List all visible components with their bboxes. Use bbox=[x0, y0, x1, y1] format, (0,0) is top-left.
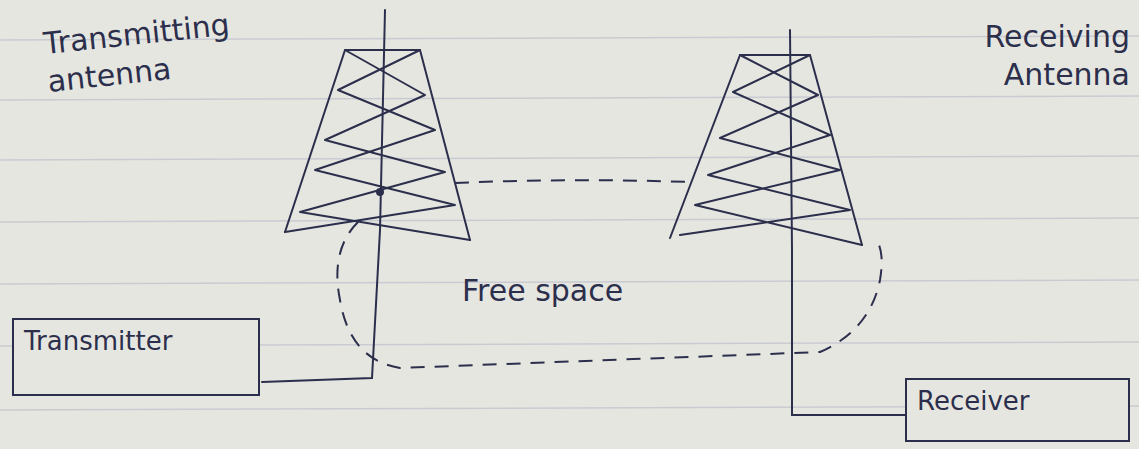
annotation-label: Free space bbox=[462, 272, 762, 310]
wave-path bbox=[337, 180, 881, 368]
device-name: Transmitter bbox=[24, 326, 172, 356]
device-box: Receiver bbox=[905, 378, 1130, 442]
annotation-label: Transmitting antenna bbox=[42, 0, 298, 100]
transmitting-tower bbox=[262, 10, 470, 382]
notebook-lines bbox=[0, 36, 1139, 410]
device-name: Receiver bbox=[917, 386, 1029, 416]
annotation-label: Receiving Antenna bbox=[880, 18, 1130, 93]
device-box: Transmitter bbox=[12, 318, 260, 396]
